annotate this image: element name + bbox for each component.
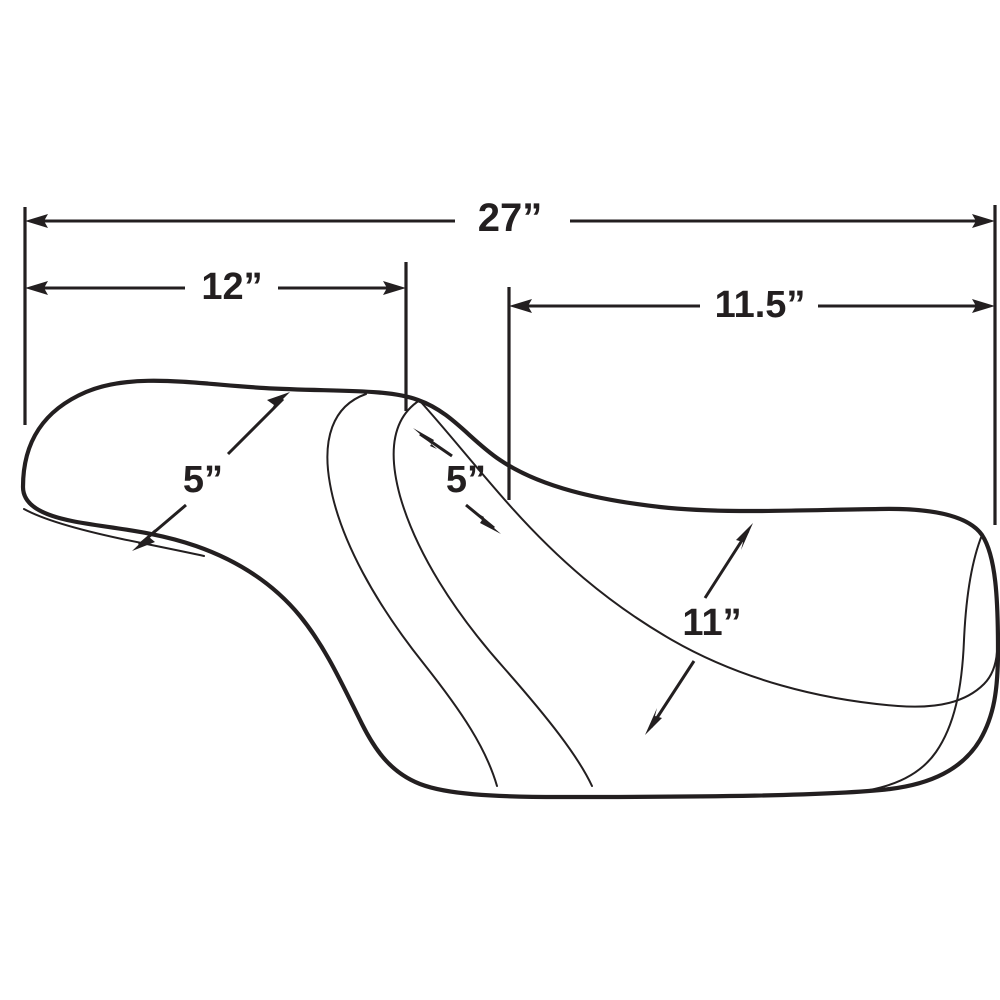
overall-length-arrow-right — [972, 214, 995, 228]
front-pad-width-dimension: 11” — [645, 523, 753, 735]
seat-front-inner-edge — [845, 534, 983, 794]
extension-lines-group — [23, 205, 997, 525]
rear-pad-width-arrow-top — [267, 392, 290, 412]
rear-section-arrow-right — [383, 281, 406, 295]
front-section-label: 11.5” — [715, 284, 806, 326]
overall-length-dimension: 27” — [25, 196, 995, 240]
front-section-arrow-right — [972, 299, 995, 313]
seat-outer-outline — [20, 378, 1000, 800]
rear-pad-width-dimension: 5” — [132, 392, 290, 551]
middle-pad-width-arrow-top — [413, 428, 437, 449]
middle-pad-width-dimension: 5” — [413, 428, 501, 534]
overall-length-arrow-left — [25, 214, 48, 228]
seat-middle-seam-outer — [326, 393, 498, 787]
front-pad-width-arrow-bottom — [645, 708, 662, 735]
seat-middle-seam-inner — [392, 399, 593, 787]
rear-pad-width-arrow-bottom — [132, 529, 155, 551]
middle-pad-width-arrow-bottom — [477, 513, 501, 534]
rear-section-arrow-left — [25, 281, 48, 295]
front-pad-width-label: 11” — [682, 602, 741, 644]
middle-pad-width-label: 5” — [446, 459, 486, 501]
front-pad-width-arrow-top — [736, 523, 753, 550]
seat-profile-group — [20, 378, 1000, 800]
rear-section-dimension: 12” — [25, 266, 406, 308]
front-section-arrow-left — [509, 299, 532, 313]
front-pad-width-leader-bottom — [649, 660, 696, 728]
front-section-dimension: 11.5” — [509, 284, 995, 326]
front-pad-width-leader-top — [703, 530, 750, 599]
overall-length-label: 27” — [478, 196, 543, 240]
rear-pad-width-label: 5” — [183, 459, 223, 501]
seat-nose-crease — [23, 508, 205, 557]
rear-section-label: 12” — [201, 266, 262, 308]
seat-bucket-inner-edge — [419, 400, 998, 708]
